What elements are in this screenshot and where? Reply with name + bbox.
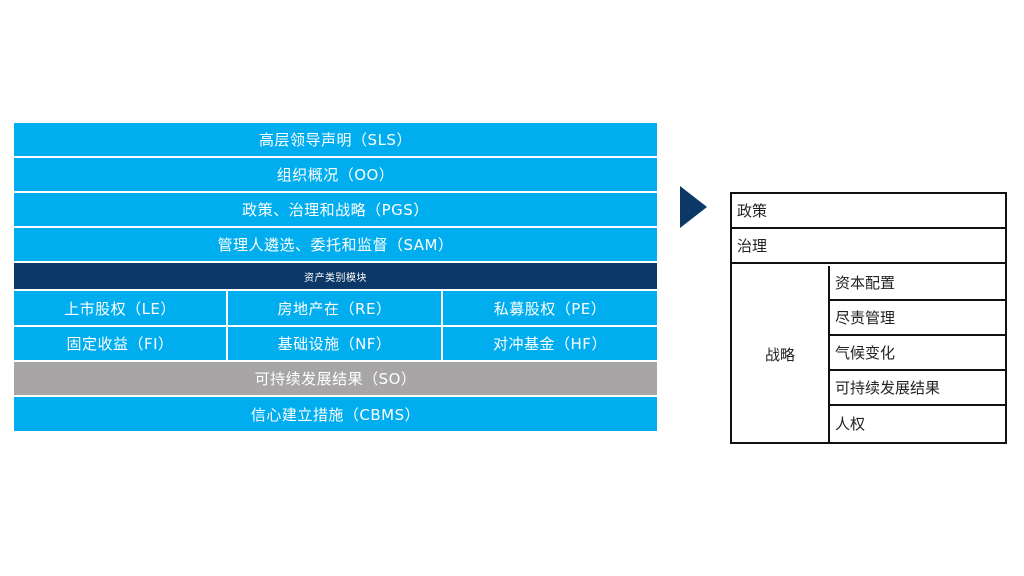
asset-cell-pe: 私募股权（PE）	[443, 291, 657, 325]
strategy-item-human-rights: 人权	[835, 415, 866, 433]
asset-row-2: 固定收益（FI） 基础设施（NF） 对冲基金（HF）	[14, 327, 657, 360]
pgs-breakdown-table: 政策 治理 战略 资本配置 尽责管理 气候变化 可持续发展结果 人权	[730, 192, 1007, 444]
strategy-item-climate-change: 气候变化	[830, 336, 1005, 371]
strategy-item-sustainability-outcomes: 可持续发展结果	[830, 371, 1005, 406]
band-so: 可持续发展结果（SO）	[14, 362, 657, 395]
band-sam: 管理人遴选、委托和监督（SAM）	[14, 228, 657, 261]
asset-cell-hf: 对冲基金（HF）	[443, 327, 657, 360]
triangle-right-icon	[680, 186, 707, 228]
asset-module-header: 资产类别模块	[14, 263, 657, 289]
governance-label: 治理	[737, 237, 768, 255]
asset-cell-nf: 基础设施（NF）	[228, 327, 441, 360]
strategy-item-capital-allocation: 资本配置	[830, 266, 1005, 301]
asset-cell-le: 上市股权（LE）	[14, 291, 226, 325]
asset-cell-fi: 固定收益（FI）	[14, 327, 226, 360]
row-governance: 治理	[732, 229, 1005, 264]
row-policy: 政策	[732, 194, 1005, 229]
asset-cell-re: 房地产在（RE）	[228, 291, 441, 325]
band-oo: 组织概况（OO）	[14, 158, 657, 191]
asset-row-1: 上市股权（LE） 房地产在（RE） 私募股权（PE）	[14, 291, 657, 325]
band-pgs: 政策、治理和战略（PGS）	[14, 193, 657, 226]
band-sls: 高层领导声明（SLS）	[14, 123, 657, 156]
strategy-item-stewardship: 尽责管理	[830, 301, 1005, 336]
band-cbms: 信心建立措施（CBMS）	[14, 397, 657, 431]
policy-label: 政策	[737, 202, 768, 220]
strategy-label: 战略	[732, 266, 830, 442]
